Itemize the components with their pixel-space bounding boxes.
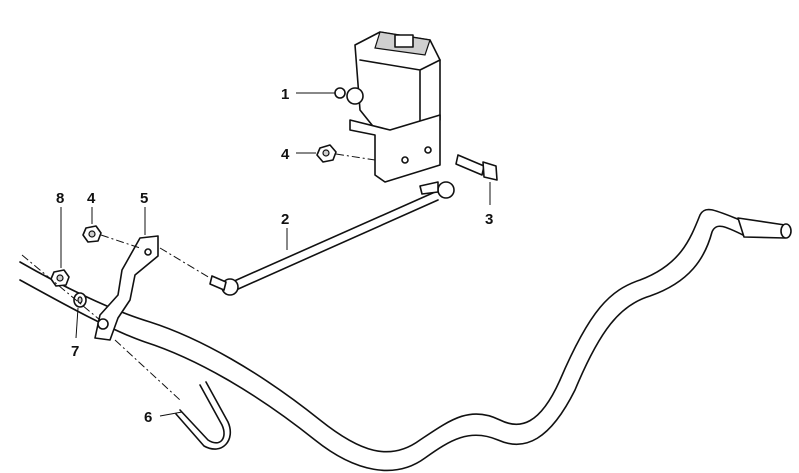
self-locking-nut[interactable] xyxy=(50,269,70,287)
stabilizer-bracket[interactable] xyxy=(94,235,159,341)
callout-2: 2 xyxy=(281,211,289,228)
callout-6: 6 xyxy=(144,409,152,426)
hex-bolt[interactable] xyxy=(455,154,498,181)
callout-3: 3 xyxy=(485,211,493,228)
stabilizer-bar[interactable] xyxy=(19,208,792,472)
hex-nut-lower[interactable] xyxy=(82,225,141,249)
callout-1: 1 xyxy=(281,86,289,103)
callout-4-lower: 4 xyxy=(87,190,96,207)
callout-5: 5 xyxy=(140,190,148,207)
callout-7: 7 xyxy=(71,343,79,360)
u-bolt[interactable] xyxy=(114,339,231,450)
hex-nut-upper[interactable] xyxy=(316,144,376,163)
callout-8: 8 xyxy=(56,190,64,207)
level-sensor-actuator[interactable] xyxy=(334,31,441,183)
callout-4-upper: 4 xyxy=(281,146,290,163)
washer[interactable] xyxy=(73,292,87,308)
link-rod[interactable] xyxy=(159,181,455,296)
